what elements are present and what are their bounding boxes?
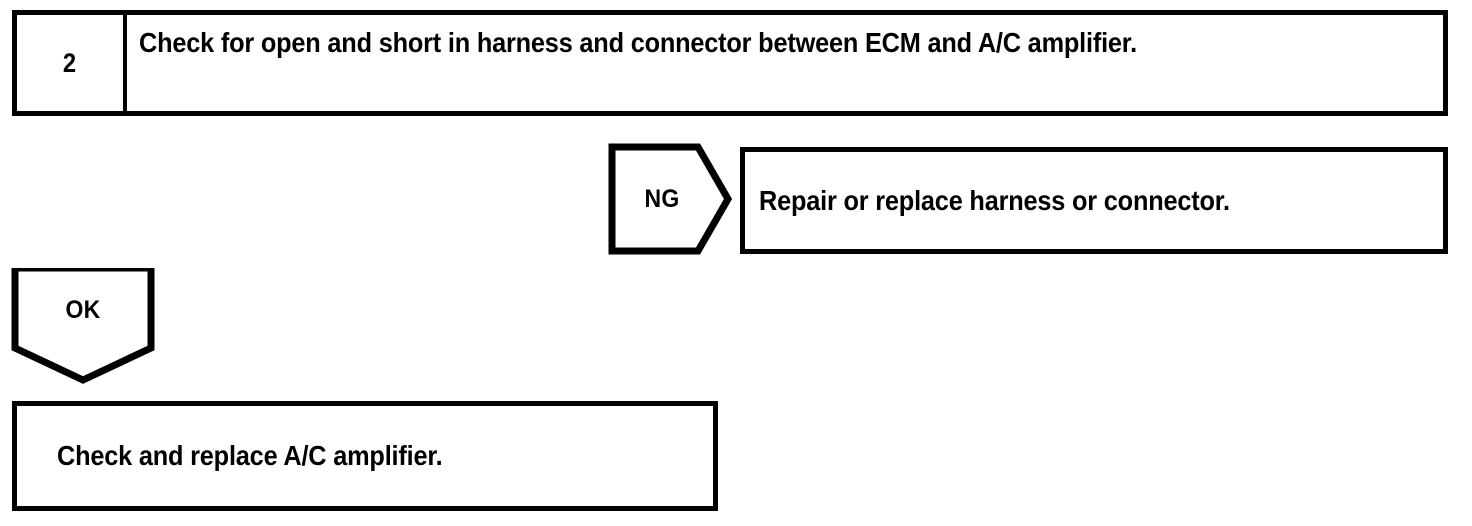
- step-instruction-text: Check for open and short in harness and …: [139, 27, 1137, 58]
- ng-branch-pentagon: [608, 143, 732, 255]
- ng-branch-label: NG: [644, 184, 680, 213]
- ng-result-text: Repair or replace harness or connector.: [759, 184, 1230, 216]
- step-box: 2 Check for open and short in harness an…: [12, 10, 1448, 116]
- ok-branch-pentagon: [11, 268, 155, 384]
- ok-result-text: Check and replace A/C amplifier.: [57, 440, 443, 471]
- ng-result-box: Repair or replace harness or connector.: [740, 147, 1448, 254]
- step-number: 2: [63, 47, 77, 78]
- ok-branch-label: OK: [65, 295, 101, 324]
- ok-result-box: Check and replace A/C amplifier.: [12, 401, 718, 511]
- step-number-cell: 2: [17, 15, 127, 111]
